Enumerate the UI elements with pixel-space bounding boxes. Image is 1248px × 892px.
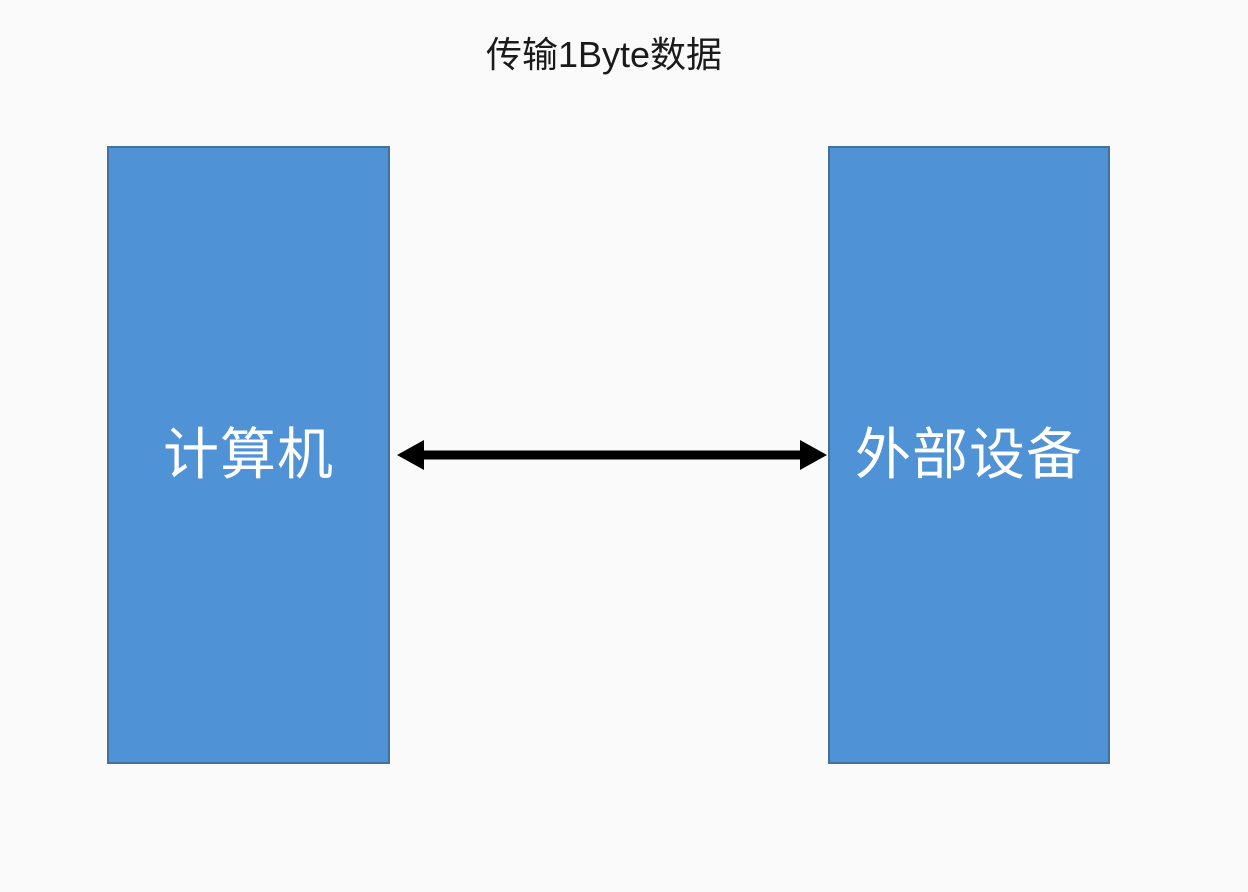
arrow-head-left-icon — [397, 440, 424, 470]
box-computer-label: 计算机 — [163, 423, 334, 487]
double-arrow-connector — [397, 440, 827, 470]
box-external-device: 外部设备 — [828, 146, 1110, 764]
diagram-title: 传输1Byte数据 — [485, 34, 723, 75]
box-computer: 计算机 — [107, 146, 390, 764]
arrow-head-right-icon — [800, 440, 827, 470]
box-external-device-label: 外部设备 — [855, 423, 1083, 487]
